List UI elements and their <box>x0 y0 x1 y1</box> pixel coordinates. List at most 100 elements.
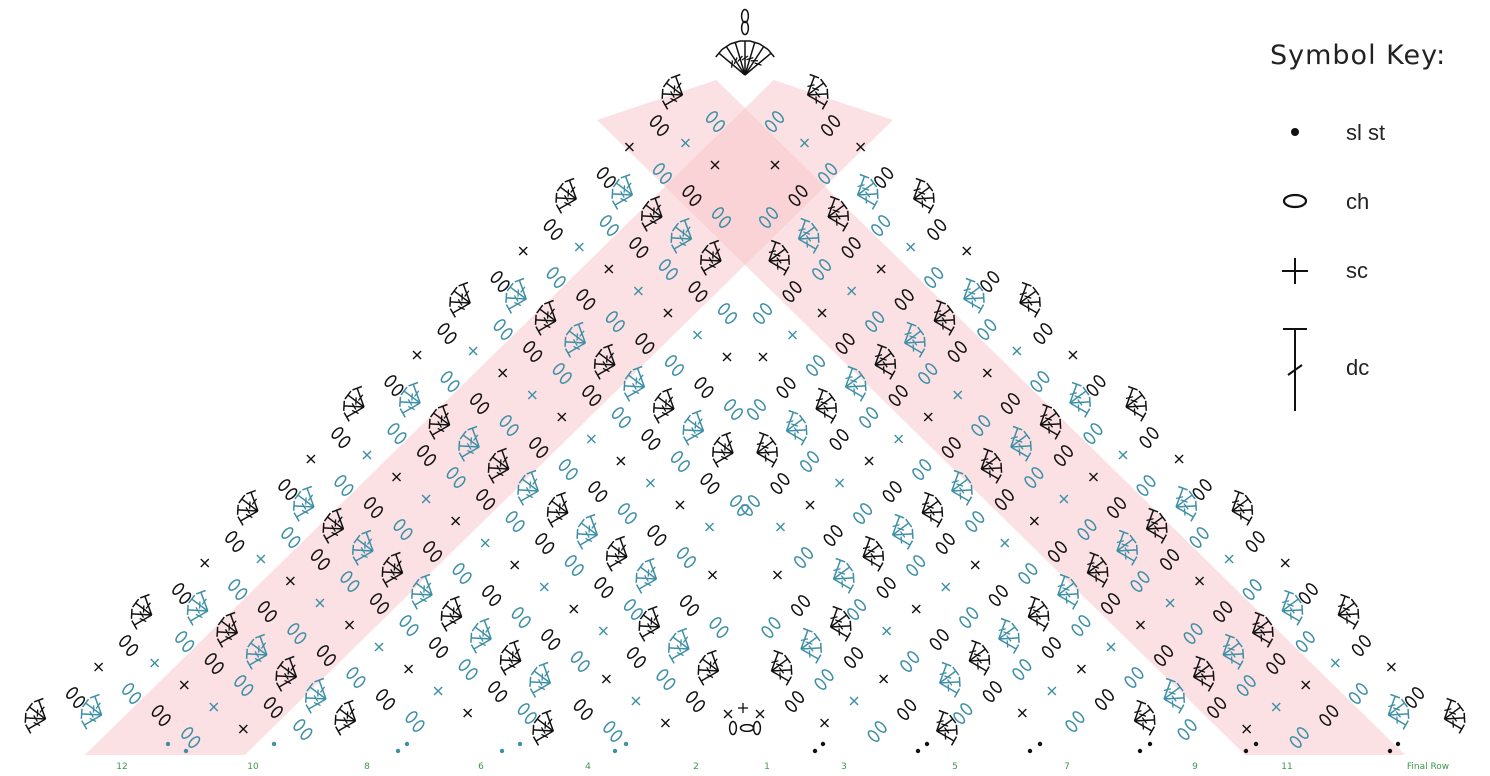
double-crochet-bar <box>1176 497 1183 499</box>
slip-stitch-dot <box>396 749 400 753</box>
double-crochet-top <box>1358 609 1359 619</box>
chain-stitch <box>541 541 555 555</box>
row-label-8: 8 <box>364 762 370 772</box>
double-crochet-top <box>1031 441 1032 451</box>
chain-stitch <box>776 472 790 486</box>
chain-stitch <box>843 655 857 669</box>
legend-label: dc <box>1346 355 1369 381</box>
double-crochet-top <box>1213 671 1214 681</box>
chain-stitch <box>437 322 451 336</box>
double-crochet-top <box>451 287 457 295</box>
double-crochet-top <box>276 671 277 681</box>
chain-stitch <box>906 650 920 664</box>
chain-stitch <box>1130 666 1144 680</box>
double-crochet-top <box>967 497 972 506</box>
double-crochet-top <box>502 645 508 653</box>
double-crochet-top <box>1060 419 1061 429</box>
double-crochet-top <box>1403 721 1408 730</box>
chain-stitch <box>964 519 978 533</box>
chain-stitch <box>912 554 926 568</box>
chain-stitch <box>926 227 940 241</box>
double-crochet-top <box>906 519 912 527</box>
chain-stitch <box>174 630 188 644</box>
double-crochet-top <box>878 563 883 572</box>
double-crochet-top <box>698 665 699 675</box>
chain-stitch <box>1249 578 1263 592</box>
double-crochet-top <box>1014 645 1019 654</box>
double-crochet-bar <box>1058 585 1065 587</box>
double-crochet-top <box>1272 627 1273 637</box>
chain-stitch <box>806 450 820 464</box>
chain-stitch <box>428 636 442 650</box>
double-crochet-top <box>565 337 566 347</box>
double-crochet-top <box>607 563 612 572</box>
chain-stitch <box>989 680 1003 694</box>
chain-stitch <box>979 279 993 293</box>
chain-stitch <box>1177 727 1191 741</box>
chain-stitch <box>577 659 591 673</box>
chain-stitch <box>1351 643 1365 657</box>
chain-stitch <box>524 711 538 725</box>
double-crochet-top <box>655 393 661 401</box>
chain-stitch <box>458 658 472 672</box>
double-crochet-top <box>636 573 637 583</box>
double-crochet-bar <box>830 617 837 619</box>
double-crochet-bar <box>1020 293 1027 295</box>
chain-stitch <box>746 407 760 421</box>
double-crochet-top <box>640 633 645 642</box>
chain-stitch <box>671 363 685 377</box>
chain-stitch <box>730 722 737 735</box>
double-crochet-top <box>412 601 417 610</box>
chain-stitch <box>883 576 897 590</box>
double-crochet-top <box>306 705 311 714</box>
double-crochet-top <box>531 667 537 675</box>
slip-stitch-dot <box>166 742 170 746</box>
chain-stitch <box>1018 658 1032 672</box>
double-crochet-top <box>912 529 913 539</box>
chain-stitch <box>753 398 767 412</box>
chain-stitch <box>830 524 844 538</box>
double-crochet-top <box>533 725 534 735</box>
chain-stitch <box>930 266 944 280</box>
double-crochet-top <box>1146 401 1147 411</box>
chain-stitch <box>292 718 306 732</box>
chain-stitch <box>683 555 697 569</box>
double-crochet-top <box>872 201 877 210</box>
chain-stitch <box>742 10 749 23</box>
double-crochet-top <box>1166 523 1167 533</box>
double-crochet-top <box>848 211 849 221</box>
chain-stitch <box>412 719 426 733</box>
chain-stitch <box>333 474 347 488</box>
chain-stitch <box>564 554 578 568</box>
double-crochet-top <box>829 393 835 401</box>
double-crochet-top <box>954 315 955 325</box>
chain-stitch <box>918 458 932 472</box>
chain-stitch <box>959 702 973 716</box>
double-crochet-top <box>637 585 642 594</box>
chain-stitch <box>655 668 669 682</box>
double-crochet-top <box>344 413 349 422</box>
chain-stitch <box>867 729 881 743</box>
double-crochet-top <box>971 485 972 495</box>
double-crochet-bar <box>1164 689 1171 691</box>
chain-stitch <box>596 166 610 180</box>
double-crochet-bar <box>964 289 971 291</box>
double-crochet-top <box>442 623 447 632</box>
double-crochet-bar <box>937 721 944 723</box>
double-crochet-top <box>239 495 245 503</box>
chain-stitch <box>594 489 608 503</box>
double-crochet-top <box>556 205 561 214</box>
chain-stitch <box>330 426 344 440</box>
chain-stitch <box>685 690 699 704</box>
chain-stitch <box>812 354 826 368</box>
chain-stitch <box>171 582 185 596</box>
row-label-2: 2 <box>693 762 699 772</box>
double-crochet-top <box>1048 611 1049 621</box>
double-crochet-top <box>959 677 960 687</box>
double-crochet-top <box>548 507 549 517</box>
double-crochet-top <box>801 437 806 446</box>
chain-stitch <box>345 666 359 680</box>
double-crochet-top <box>845 633 850 642</box>
chain-stitch <box>1298 591 1312 605</box>
double-crochet-top <box>818 233 819 243</box>
